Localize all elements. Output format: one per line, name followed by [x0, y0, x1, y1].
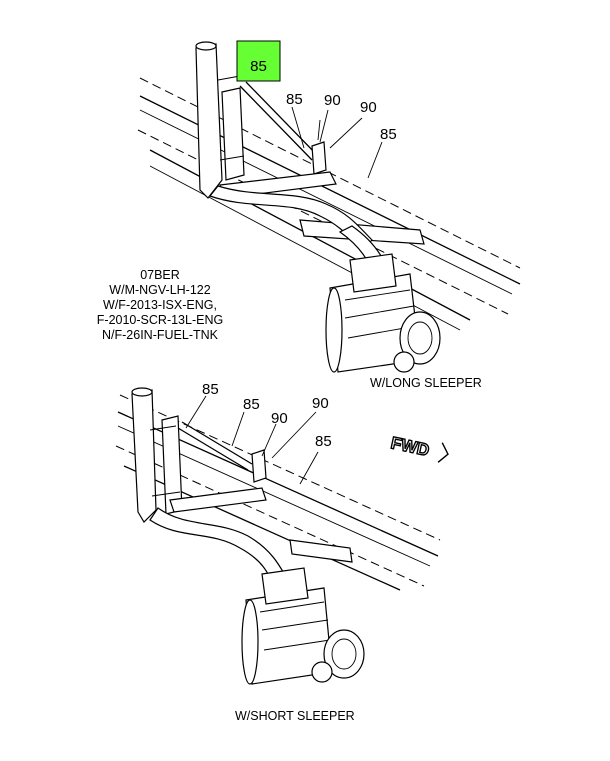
exhaust-stack — [195, 41, 245, 199]
view-label-long-sleeper: W/LONG SLEEPER — [370, 376, 482, 390]
long-sleeper-assembly — [137, 41, 521, 373]
aftertreatment-unit-lower — [241, 567, 365, 685]
note-line-0: 07BER — [140, 268, 180, 282]
bracket-90 — [311, 119, 327, 175]
callout-bottom-4: 85 — [315, 433, 332, 450]
aftertreatment-unit — [325, 253, 441, 373]
forward-direction-indicator: FWD — [388, 433, 449, 463]
highlight-callout[interactable]: 85 — [236, 40, 281, 82]
view-label-short-sleeper: W/SHORT SLEEPER — [235, 709, 355, 723]
bracket-90-lower — [251, 449, 267, 483]
exhaust-stack-pair — [131, 387, 183, 523]
callout-bottom-0: 85 — [202, 381, 219, 398]
note-line-4: N/F-26IN-FUEL-TNK — [102, 328, 218, 342]
callout-bottom-1: 85 — [243, 396, 260, 413]
fwd-label: FWD — [389, 433, 431, 460]
callout-top-3: 85 — [380, 126, 397, 143]
callout-top-0: 85 — [286, 91, 303, 108]
note-line-2: W/F-2013-ISX-ENG, — [103, 298, 217, 312]
callout-bottom-2: 90 — [271, 410, 288, 427]
forward-arrow-icon — [437, 442, 449, 463]
short-sleeper-assembly — [115, 387, 441, 685]
applicability-note: 07BER W/M-NGV-LH-122 W/F-2013-ISX-ENG, F… — [70, 268, 250, 343]
note-line-1: W/M-NGV-LH-122 — [109, 283, 211, 297]
highlight-callout-label: 85 — [250, 58, 267, 75]
callout-top-2: 90 — [360, 99, 377, 116]
callout-top-1: 90 — [324, 92, 341, 109]
note-line-3: F-2010-SCR-13L-ENG — [96, 313, 224, 327]
callout-bottom-3: 90 — [312, 395, 329, 412]
